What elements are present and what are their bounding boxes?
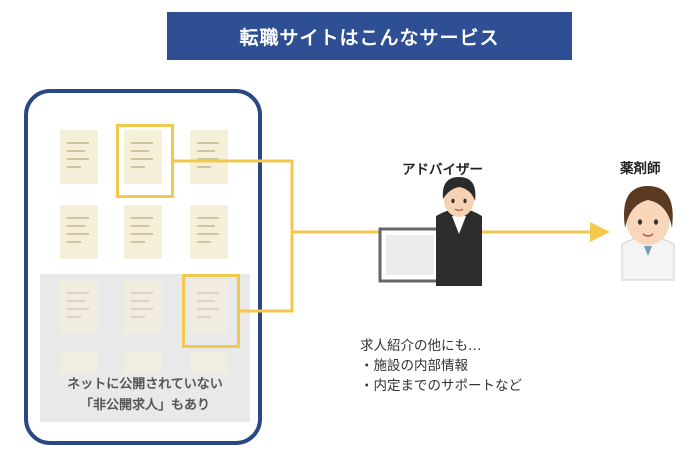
pharmacist-illustration [621, 186, 675, 281]
selected-job-highlight [116, 124, 174, 198]
note-intro: 求人紹介の他にも… [360, 338, 482, 354]
job-document-icon [124, 280, 162, 334]
adviser-illustration [378, 177, 482, 286]
pharmacist-label: 薬剤師 [620, 161, 661, 177]
title-banner: 転職サイトはこんなサービス [167, 12, 572, 60]
nonpublic-caption-line1: ネットに公開されていない [67, 377, 223, 392]
note-bullet-support: ・内定までのサポートなど [360, 378, 522, 394]
additional-services-note: 求人紹介の他にも… ・施設の内部情報 ・内定までのサポートなど [360, 336, 522, 396]
nonpublic-caption-line2: 「非公開求人」もあり [79, 398, 210, 413]
arrow-head-icon [590, 222, 610, 242]
job-document-icon [60, 205, 98, 259]
job-document-icon [190, 280, 228, 334]
connector-line-top [174, 159, 294, 232]
job-document-icon [60, 130, 98, 184]
adviser-label: アドバイザー [402, 162, 483, 178]
job-document-icon [190, 352, 228, 374]
job-document-icon [190, 205, 228, 259]
job-document-icon [124, 130, 162, 184]
title-text: 転職サイトはこんなサービス [239, 26, 500, 49]
job-document-icon [60, 280, 98, 334]
note-bullet-internal-info: ・施設の内部情報 [360, 358, 468, 374]
selected-nonpublic-job-highlight [182, 274, 240, 348]
job-document-icon [124, 205, 162, 259]
job-document-icon [60, 352, 98, 374]
job-document-icon [124, 352, 162, 374]
nonpublic-caption: ネットに公開されていない 「非公開求人」もあり [40, 374, 250, 416]
job-document-icon [190, 130, 228, 184]
connector-line-bottom [240, 232, 294, 313]
